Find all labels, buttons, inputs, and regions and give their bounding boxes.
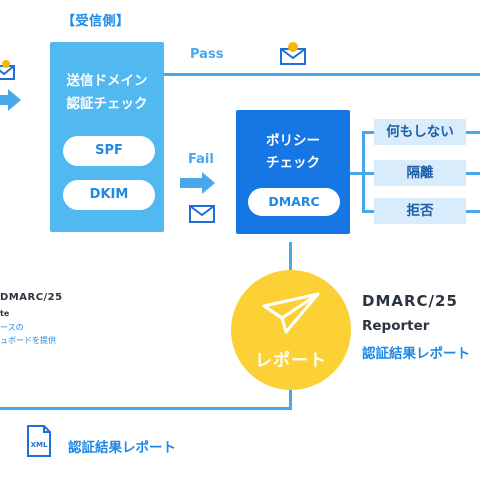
action-right-line-1 (466, 131, 480, 134)
left-product-line3: ュボードを提供 (0, 336, 56, 345)
fail-arrow-body (180, 178, 202, 188)
policy-check-title-line2: チェック (266, 155, 320, 171)
dkim-pill: DKIM (63, 180, 155, 210)
pass-label: Pass (190, 47, 224, 62)
bottom-return-line (0, 407, 292, 410)
policy-to-report-line (289, 242, 292, 270)
action-branch-vertical (362, 131, 365, 213)
domain-check-title: 送信ドメイン 認証チェック (50, 70, 164, 116)
receiver-label: 【受信側】 (62, 14, 130, 29)
left-product-line1: te (0, 309, 10, 318)
bottom-report-label: 認証結果レポート (68, 440, 176, 456)
policy-check-title: ポリシー チェック (236, 130, 350, 174)
pass-line (164, 73, 480, 76)
left-brand-logo: DMARC/25 (0, 292, 63, 303)
action-right-line-3 (466, 210, 480, 213)
mail-icon-pass (280, 42, 306, 65)
fail-arrow-head (202, 172, 215, 194)
action-branch-3 (362, 210, 374, 213)
report-to-bottom-line (289, 390, 292, 410)
fail-label: Fail (188, 152, 214, 167)
policy-check-title-line1: ポリシー (266, 133, 320, 149)
incoming-arrow-head (8, 89, 21, 111)
reporter-subtitle: 認証結果レポート (362, 346, 470, 362)
xml-file-icon: XML (27, 425, 51, 457)
mail-icon-fail (189, 205, 215, 223)
dmarc-pill: DMARC (248, 188, 340, 216)
left-product-line2: ースの (0, 323, 24, 332)
action-reject: 拒否 (374, 198, 466, 224)
action-right-line-2 (466, 172, 480, 175)
action-branch-1 (362, 131, 374, 134)
reporter-product-name: Reporter (362, 318, 430, 334)
domain-check-title-line2: 認証チェック (66, 96, 148, 112)
spf-pill: SPF (63, 136, 155, 166)
incoming-arrow-body (0, 95, 8, 105)
report-label: レポート (255, 351, 327, 371)
paper-plane-icon (262, 292, 320, 334)
xml-file-type: XML (31, 441, 48, 449)
reporter-brand-logo: DMARC/25 (362, 292, 458, 310)
action-quarantine: 隔離 (374, 160, 466, 186)
report-circle (231, 270, 351, 390)
domain-check-title-line1: 送信ドメイン (66, 73, 148, 89)
mail-icon-left (0, 60, 15, 80)
action-none: 何もしない (374, 119, 466, 145)
